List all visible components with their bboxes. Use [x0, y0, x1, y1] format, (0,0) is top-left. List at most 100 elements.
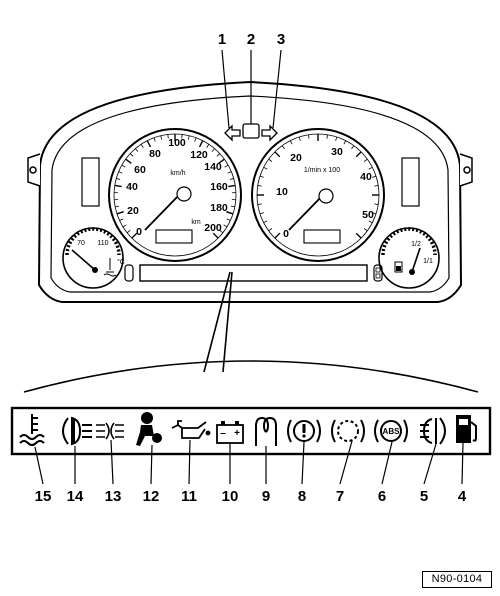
gauge-tick [114, 184, 122, 188]
fuel-gauge: 1/2 1/1 [378, 227, 440, 289]
speed-tick-label: 80 [149, 148, 161, 160]
gauge-tick [308, 134, 310, 139]
rpm-tick-label: 40 [360, 171, 372, 183]
gauge-tick [268, 228, 273, 232]
oil-pressure-icon [171, 420, 211, 439]
gauge-tick [372, 212, 377, 215]
gauge-tick [229, 178, 234, 180]
turn-indicators [224, 123, 278, 142]
rpm-tick-label: 50 [362, 209, 374, 221]
lamp-number-4: 4 [458, 488, 467, 505]
gauge-tick [226, 218, 231, 221]
gauge-tick [121, 164, 126, 168]
figure-reference-code: N90-0104 [422, 571, 492, 588]
gauge-tick [363, 228, 368, 232]
gauge-tick [355, 232, 362, 239]
gauge-tick [140, 144, 144, 148]
gauge-tick [257, 185, 262, 187]
temp-unit-label: °C [117, 258, 125, 266]
gauge-tick [135, 148, 139, 152]
lamp-number-14: 14 [67, 488, 84, 505]
battery-warning-icon: – + [216, 421, 244, 444]
gauge-tick [259, 212, 264, 215]
trip-reset-button [124, 264, 134, 282]
gauge-tick [129, 153, 134, 157]
gauge-tick [263, 220, 268, 224]
lamp-number-9: 9 [262, 488, 270, 505]
gauge-tick [268, 158, 273, 162]
gauge-tick [355, 151, 362, 158]
temp-low-label: 70 [77, 240, 85, 247]
side-lamp-windows [81, 157, 420, 207]
rpm-tick-label: 30 [331, 146, 343, 158]
speed-tick-label: 180 [210, 202, 228, 214]
temperature-gauge: 70 110 °C [62, 227, 125, 289]
left-turn-arrow-icon [224, 124, 241, 142]
gauge-tick [116, 178, 121, 180]
gauge-tick [224, 164, 229, 168]
gauge-tick [226, 211, 234, 215]
gauge-tick [298, 136, 301, 141]
gauge-tick [374, 185, 379, 187]
gauge-tick [227, 171, 232, 174]
fuel-full-label: 1/1 [423, 258, 433, 265]
tachometer: 0 10 20 30 40 50 1/min x 100 [251, 128, 385, 262]
lamp-number-15: 15 [35, 488, 52, 505]
tachometer-tick-marks [257, 134, 379, 239]
mounting-ears [27, 153, 473, 187]
speed-tick-label: 120 [190, 149, 208, 161]
speedometer-hub [176, 186, 192, 202]
coolant-warning-icon [19, 414, 45, 446]
gauge-tick [118, 171, 123, 174]
speed-tick-label: 20 [127, 205, 139, 217]
lamp-leader-lines [34, 439, 464, 485]
gauge-tick [343, 140, 347, 145]
speed-tick-label: 100 [168, 137, 186, 149]
gauge-tick [122, 224, 127, 228]
tachometer-needle [288, 193, 325, 231]
speed-tick-label: 160 [210, 181, 228, 193]
fuel-pump-icon [394, 261, 403, 273]
abs-warning-icon: ABS [374, 419, 408, 443]
speed-tick-label: 40 [126, 181, 138, 193]
gauge-tick [368, 220, 373, 224]
lamp-number-8: 8 [298, 488, 306, 505]
speedometer: 0 20 40 60 80 100 120 140 160 180 200 km… [108, 128, 242, 262]
gauge-tick [187, 135, 190, 140]
coolant-temp-icon [103, 258, 117, 277]
speed-tick-label: 140 [204, 161, 222, 173]
tachometer-hub [318, 188, 334, 204]
gauge-tick [351, 145, 355, 150]
lamp-number-10: 10 [222, 488, 239, 505]
gauge-tick [326, 134, 328, 139]
speed-tick-label: 0 [136, 226, 142, 238]
gauge-tick [281, 145, 285, 150]
front-fog-light-icon [420, 417, 446, 445]
warning-lamp-strip [139, 264, 368, 282]
lamp-number-12: 12 [143, 488, 160, 505]
gauge-tick [257, 203, 262, 205]
gauge-tick [363, 158, 368, 162]
gauge-tick [211, 148, 215, 152]
gauge-tick [116, 211, 124, 215]
gauge-tick [119, 218, 124, 221]
rpm-unit-label: 1/min x 100 [304, 167, 340, 174]
gauge-tick [219, 229, 224, 234]
callout-leader-lines [221, 49, 282, 129]
speed-tick-label: 200 [204, 222, 222, 234]
gauge-tick [198, 140, 204, 148]
battery-minus-sign: – [220, 428, 226, 439]
abs-label: ABS [383, 427, 401, 436]
gauge-tick [216, 153, 221, 157]
gauge-tick [131, 232, 138, 239]
lamp-number-5: 5 [420, 488, 428, 505]
gauge-tick [218, 158, 225, 164]
cluster-housing [37, 80, 463, 303]
clock-button [373, 264, 383, 282]
gauge-tick [374, 203, 379, 205]
lamp-number-11: 11 [181, 488, 197, 505]
gauge-tick [160, 135, 163, 140]
speed-tick-label: 60 [134, 164, 146, 176]
odometer-unit-label: km [191, 219, 201, 226]
callout-label-1: 1 [218, 31, 226, 48]
